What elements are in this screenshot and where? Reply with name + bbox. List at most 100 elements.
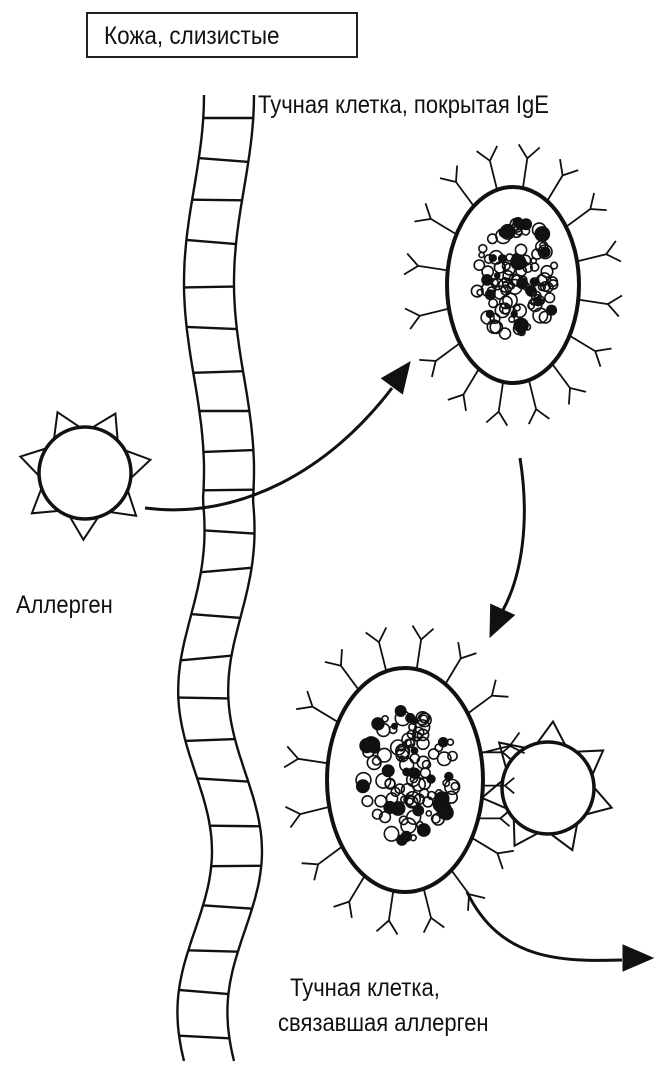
mast-cell-ige-label: Тучная клетка, покрытая IgE bbox=[258, 90, 549, 120]
mast-cell-ige-ige-antibody bbox=[566, 193, 607, 227]
mast-cell-bound-granule bbox=[396, 706, 406, 716]
mast-cell-bound-granule bbox=[362, 796, 373, 807]
mast-cell-ige-ige-antibody bbox=[570, 336, 612, 367]
mast-cell-bound-ige-antibody bbox=[284, 746, 328, 767]
membrane-cell-wall bbox=[187, 327, 237, 329]
membrane-cell-wall bbox=[188, 950, 238, 951]
membrane-cell-wall bbox=[201, 568, 251, 572]
arrow-cell-to-bound-head bbox=[490, 604, 514, 637]
mast-cell-ige-granule bbox=[499, 255, 506, 262]
membrane-cell-wall bbox=[198, 778, 248, 781]
membrane-cell-wall bbox=[186, 240, 236, 244]
membrane-cell-wall bbox=[192, 200, 242, 201]
mast-cell-bound-granule bbox=[439, 806, 453, 820]
membrane-cell-wall bbox=[179, 1036, 229, 1039]
membrane-cell-wall bbox=[203, 905, 253, 908]
mast-cell-ige-granule bbox=[535, 227, 549, 241]
mast-cell-ige-ige-antibody bbox=[405, 309, 449, 330]
arrow-allergen-to-cell bbox=[145, 388, 392, 510]
skin-label-box: Кожа, слизистые bbox=[86, 12, 358, 58]
mast-cell-bound-granule bbox=[383, 765, 394, 776]
membrane-cell-wall bbox=[199, 158, 249, 162]
membrane-cell-wall bbox=[205, 530, 255, 533]
membrane-cell-wall bbox=[179, 990, 229, 994]
mast-cell-ige bbox=[404, 144, 622, 425]
mast-cell-ige-ige-antibody bbox=[486, 382, 507, 426]
mast-cell-bound-ige-antibody bbox=[377, 891, 398, 935]
mast-cell-ige-granule bbox=[479, 245, 487, 253]
mast-cell-bound-granule bbox=[427, 775, 435, 783]
bound-allergen-body bbox=[502, 742, 594, 834]
mast-cell-bound-ige-antibody bbox=[413, 626, 434, 670]
mast-cell-ige-ige-antibody bbox=[415, 203, 457, 234]
allergen-label: Аллерген bbox=[16, 590, 113, 620]
skin-membrane bbox=[177, 95, 262, 1061]
mast-cell-ige-granule bbox=[511, 311, 517, 317]
mast-cell-bound-granule bbox=[406, 714, 415, 723]
mast-cell-bound bbox=[284, 626, 524, 935]
mast-cell-bound-ige-antibody bbox=[285, 807, 329, 828]
mast-cell-ige-ige-antibody bbox=[440, 166, 474, 207]
mast-cell-bound-granule bbox=[411, 748, 417, 754]
mast-cell-ige-granule bbox=[487, 311, 494, 318]
mast-cell-ige-granule bbox=[502, 262, 510, 270]
membrane-cell-wall bbox=[210, 826, 260, 827]
mast-cell-bound-granule bbox=[439, 738, 448, 747]
mast-cell-ige-granule bbox=[515, 305, 521, 311]
mast-cell-ige-ige-antibody bbox=[547, 159, 578, 201]
membrane-cell-wall bbox=[204, 490, 254, 491]
mast-cell-bound-ige-antibody bbox=[472, 838, 514, 869]
mast-cell-bound-ige-antibody bbox=[468, 680, 509, 714]
mast-cell-ige-granule bbox=[489, 299, 497, 307]
membrane-cell-wall bbox=[193, 371, 243, 373]
mast-cell-bound-granule bbox=[426, 811, 431, 816]
mast-cell-ige-granule bbox=[545, 293, 555, 303]
skin-label: Кожа, слизистые bbox=[104, 21, 280, 51]
mast-cell-bound-bridge-ige-antibody bbox=[483, 778, 514, 794]
mast-cell-ige-granule bbox=[530, 278, 538, 286]
mast-cell-ige-ige-antibody bbox=[477, 146, 498, 190]
membrane-cell-wall bbox=[184, 287, 234, 288]
mast-cell-ige-ige-antibody bbox=[552, 364, 586, 405]
membrane-cell-wall bbox=[203, 450, 253, 452]
mast-cell-bound-bridge-ige-antibody bbox=[478, 811, 509, 827]
mast-cell-bound-granule bbox=[448, 752, 457, 761]
membrane-right-edge bbox=[227, 95, 262, 1061]
mast-cell-ige-ige-antibody bbox=[578, 296, 622, 317]
mast-cell-ige-ige-antibody bbox=[577, 241, 621, 262]
mast-cell-bound-ige-antibody bbox=[334, 876, 365, 918]
mast-cell-bound-ige-antibody bbox=[366, 627, 387, 671]
arrow-cell-to-bound bbox=[503, 458, 524, 610]
mast-cell-ige-ige-antibody bbox=[448, 369, 479, 411]
mast-cell-ige-granule bbox=[551, 262, 558, 269]
mast-cell-ige-granule bbox=[479, 252, 484, 257]
mast-cell-bound-ige-antibody bbox=[445, 642, 476, 684]
mast-cell-bound-ige-antibody bbox=[302, 847, 343, 881]
mast-cell-ige-ige-antibody bbox=[419, 343, 460, 377]
mast-cell-ige-granule bbox=[500, 328, 511, 339]
membrane-cell-wall bbox=[181, 656, 231, 661]
allergen-particle bbox=[20, 412, 150, 540]
mast-cell-ige-ige-antibody bbox=[404, 254, 448, 275]
mast-cell-ige-granule bbox=[495, 273, 500, 278]
mast-cell-bound-label-line2: связавшая аллерген bbox=[278, 1008, 489, 1038]
mast-cell-ige-ige-antibody bbox=[529, 380, 550, 424]
arrow-release bbox=[467, 892, 622, 960]
mast-cell-bound-ige-antibody bbox=[325, 649, 359, 690]
mast-cell-ige-granule bbox=[515, 244, 526, 255]
mast-cell-ige-ige-antibody bbox=[519, 144, 540, 188]
mast-cell-bound-granule bbox=[445, 773, 453, 781]
mast-cell-bound-ige-antibody bbox=[296, 691, 338, 722]
arrow-allergen-to-cell-head bbox=[382, 362, 410, 394]
mast-cell-bound-granule bbox=[364, 737, 378, 751]
membrane-cell-wall bbox=[185, 739, 235, 741]
mast-cell-bound-label-line1: Тучная клетка, bbox=[290, 973, 440, 1003]
arrow-release-head bbox=[623, 945, 653, 971]
mast-cell-bound-ige-antibody bbox=[424, 889, 445, 933]
mast-cell-bound-membrane bbox=[327, 668, 483, 892]
membrane-cell-wall bbox=[178, 698, 228, 699]
mast-cell-bound-ige-antibody bbox=[451, 870, 485, 911]
bound-allergen-particle bbox=[482, 722, 612, 851]
